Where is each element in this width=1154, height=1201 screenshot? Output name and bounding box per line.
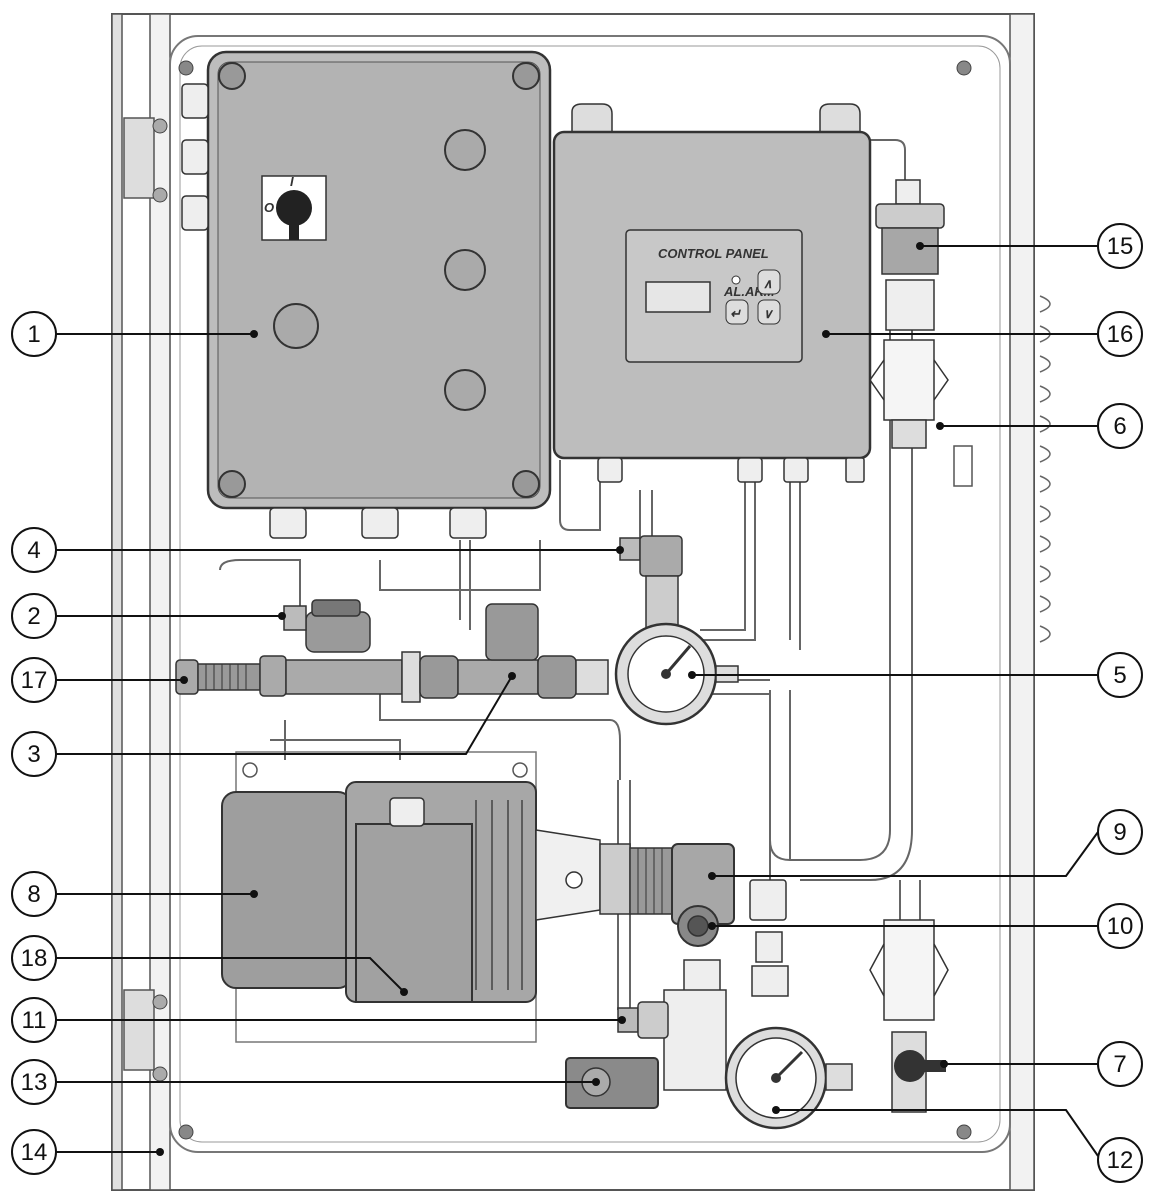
controller-unit: CONTROL PANEL AL.ARM ∧ ∨ ↵	[552, 103, 872, 483]
inlet-assembly	[175, 599, 609, 703]
callout-circle	[11, 657, 57, 703]
callout-label: 3	[27, 741, 40, 768]
callout-label: 8	[27, 881, 40, 908]
outlet-pressure-switch	[617, 1001, 669, 1039]
callout-7: 7	[1097, 1041, 1143, 1087]
key-up-glyph: ∧	[763, 276, 773, 291]
key-down-glyph: ∨	[763, 306, 774, 321]
hinge-bottom	[123, 989, 168, 1082]
bypass-fittings	[663, 879, 789, 1091]
callout-circle	[11, 311, 57, 357]
switch-off-mark: O	[264, 200, 274, 215]
callout-label: 7	[1113, 1051, 1126, 1078]
callout-label: 16	[1107, 321, 1134, 348]
callout-8: 8	[11, 871, 57, 917]
callout-13: 13	[11, 1059, 57, 1105]
key-down: ∨	[757, 299, 781, 325]
callout-label: 6	[1113, 413, 1126, 440]
callout-label: 9	[1113, 819, 1126, 846]
callout-circle	[11, 935, 57, 981]
callout-label: 11	[22, 1007, 47, 1034]
pump-head	[629, 843, 735, 947]
callout-12: 12	[1097, 1137, 1143, 1183]
callout-circle	[11, 731, 57, 777]
cooling-fins	[1039, 295, 1051, 643]
pump-motor	[221, 751, 631, 1043]
callout-label: 17	[21, 667, 48, 694]
callout-circle	[11, 997, 57, 1043]
inlet-pressure-gauge	[614, 622, 739, 726]
callout-circle	[1097, 903, 1143, 949]
air-vent-valve	[869, 179, 949, 449]
pipework	[219, 139, 921, 1010]
callout-circle	[1097, 403, 1143, 449]
callout-label: 5	[1113, 662, 1126, 689]
callout-2: 2	[11, 593, 57, 639]
callout-circle	[1097, 223, 1143, 269]
switch-on-mark: I	[290, 174, 294, 189]
key-up: ∧	[757, 269, 781, 295]
callout-11: 11	[11, 997, 57, 1043]
key-enter: ↵	[725, 299, 749, 325]
callout-label: 13	[21, 1069, 48, 1096]
callout-6: 6	[1097, 403, 1143, 449]
callout-16: 16	[1097, 311, 1143, 357]
callout-label: 18	[21, 945, 48, 972]
mounting-frame	[111, 13, 1035, 1191]
callout-label: 1	[27, 321, 40, 348]
controller-display	[645, 281, 711, 313]
callout-18: 18	[11, 935, 57, 981]
callout-17: 17	[11, 657, 57, 703]
hinge-top	[123, 117, 168, 203]
outlet-pressure-gauge	[724, 1026, 853, 1130]
callout-circle	[1097, 1041, 1143, 1087]
leader-dots	[156, 242, 948, 1156]
callout-10: 10	[1097, 903, 1143, 949]
control-panel-title: CONTROL PANEL	[658, 246, 769, 261]
callout-label: 2	[27, 603, 40, 630]
callout-circle	[1097, 809, 1143, 855]
callout-circle	[11, 527, 57, 573]
callout-circle	[11, 593, 57, 639]
callout-14: 14	[11, 1129, 57, 1175]
callout-circle	[1097, 311, 1143, 357]
callout-4: 4	[11, 527, 57, 573]
callout-circle	[11, 1059, 57, 1105]
callout-5: 5	[1097, 652, 1143, 698]
callout-1: 1	[11, 311, 57, 357]
main-switch: I O	[261, 174, 327, 241]
callout-circle	[11, 1129, 57, 1175]
alarm-led	[731, 275, 741, 285]
pressure-switch	[619, 535, 683, 629]
leader-lines	[56, 245, 1099, 1157]
callout-circle	[11, 871, 57, 917]
callout-label: 12	[1107, 1147, 1134, 1174]
callout-circle	[1097, 652, 1143, 698]
callout-label: 10	[1107, 913, 1134, 940]
callout-circle	[1097, 1137, 1143, 1183]
callout-label: 15	[1107, 233, 1134, 260]
callout-9: 9	[1097, 809, 1143, 855]
callout-3: 3	[11, 731, 57, 777]
callout-label: 14	[21, 1139, 48, 1166]
callout-label: 4	[27, 537, 40, 564]
electrical-enclosure: I O	[181, 50, 552, 539]
key-enter-glyph: ↵	[730, 306, 741, 321]
callout-15: 15	[1097, 223, 1143, 269]
cable-glands	[181, 83, 487, 539]
outlet-ball-valve	[869, 919, 949, 1113]
